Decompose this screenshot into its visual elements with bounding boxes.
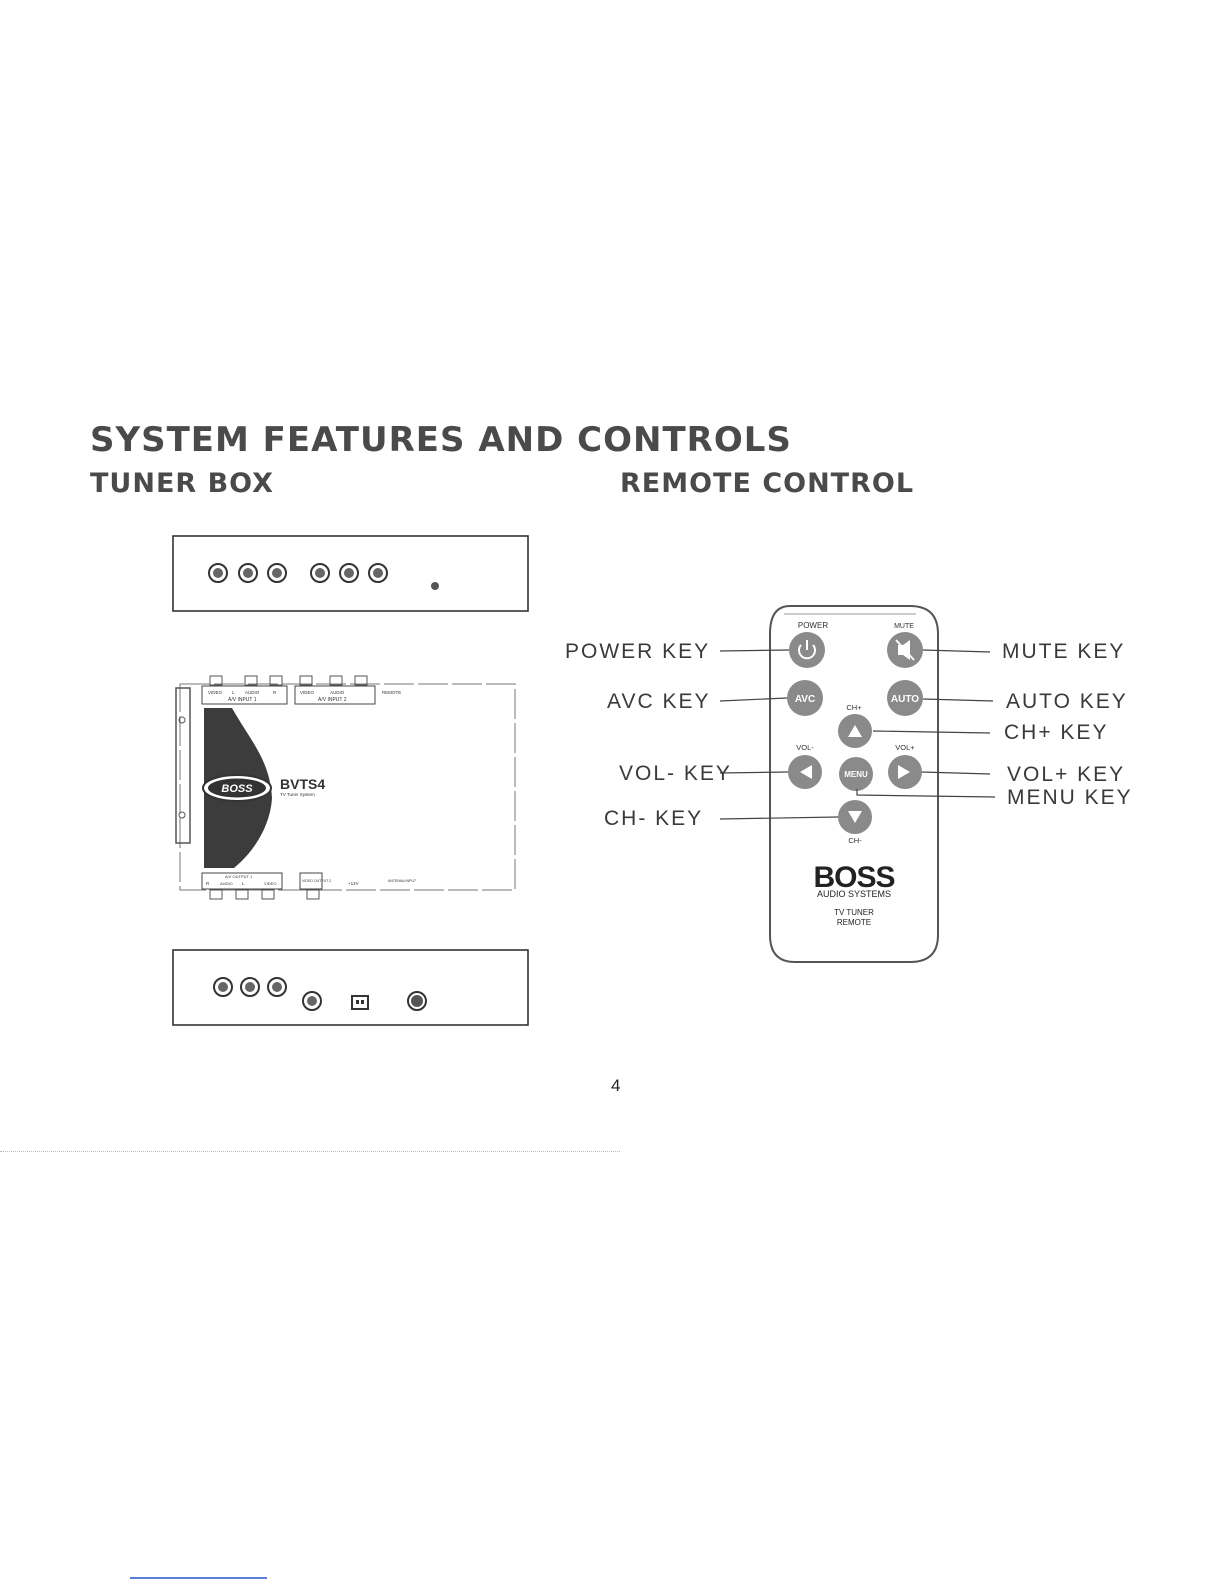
power-connector-icon	[351, 995, 369, 1010]
antenna-input-label: ANTENNA INPUT	[388, 879, 417, 883]
page-number: 4	[611, 1076, 621, 1095]
vol-down-key-callout: VOL- KEY	[619, 762, 732, 785]
remote-caption-line2: REMOTE	[837, 918, 871, 927]
remote-vol-down-label: VOL-	[796, 743, 814, 752]
av-input-2-label: A/V INPUT 2	[318, 697, 347, 703]
rca-jack-icon	[310, 563, 330, 583]
model-name: BVTS4	[280, 776, 325, 792]
menu-button-label: MENU	[844, 770, 868, 779]
out-left-label: L	[242, 881, 245, 886]
tuner-rear-panel-diagram	[172, 949, 529, 1026]
triangle-down-icon	[848, 811, 862, 823]
page-title: SYSTEM FEATURES AND CONTROLS	[90, 420, 792, 460]
speaker-muted-icon	[895, 639, 915, 661]
avc-button[interactable]: AVC	[787, 680, 823, 716]
scan-artifact-line	[0, 1151, 620, 1152]
ch-up-button[interactable]	[838, 714, 872, 748]
rca-jack-icon	[238, 563, 258, 583]
brand-logo-text: BOSS	[221, 783, 253, 795]
av-output-1-label: A/V OUTPUT 1	[225, 874, 253, 879]
power-icon	[798, 640, 816, 660]
out-right-label: R	[206, 881, 210, 886]
remote-control-heading: REMOTE CONTROL	[620, 468, 915, 499]
video-output-2-label: VIDEO OUTPUT 2	[302, 879, 331, 883]
triangle-left-icon	[800, 765, 812, 779]
out-audio-label: AUDIO	[220, 881, 233, 886]
remote-brand-logo: BOSS	[813, 861, 894, 894]
remote-power-label: POWER	[798, 621, 828, 630]
power-12v-label: +12V	[348, 881, 359, 886]
audio-label: AUDIO	[245, 690, 260, 695]
menu-button[interactable]: MENU	[839, 757, 873, 791]
out-video-label: VIDEO	[264, 881, 276, 886]
boss-logo-icon: BOSS	[202, 774, 272, 802]
audio-left-label: L	[232, 690, 235, 695]
ch-up-key-callout: CH+ KEY	[1004, 721, 1109, 744]
auto-key-callout: AUTO KEY	[1006, 690, 1128, 713]
ch-down-key-callout: CH- KEY	[604, 807, 704, 830]
remote-mute-label: MUTE	[894, 623, 914, 630]
rca-jack-icon	[339, 563, 359, 583]
vol-up-key-callout: VOL+ KEY	[1007, 763, 1126, 786]
remote-brand-subtitle: AUDIO SYSTEMS	[817, 889, 891, 899]
mute-key-callout: MUTE KEY	[1002, 640, 1126, 663]
antenna-jack-icon	[407, 991, 427, 1011]
video-in-2-label: VIDEO	[300, 690, 315, 695]
model-subtitle: TV Tuner System	[280, 792, 315, 797]
ch-down-button[interactable]	[838, 800, 872, 834]
remote-ch-down-label: CH-	[848, 836, 862, 845]
tuner-front-panel-diagram	[172, 535, 529, 612]
audio-right-label: R	[273, 690, 277, 695]
rca-jack-icon	[213, 977, 233, 997]
auto-button[interactable]: AUTO	[887, 680, 923, 716]
remote-jack-icon	[431, 582, 439, 590]
power-button[interactable]	[789, 632, 825, 668]
audio-2-label: AUDIO	[330, 690, 345, 695]
auto-button-label: AUTO	[891, 694, 919, 705]
triangle-right-icon	[898, 765, 910, 779]
mute-button[interactable]	[887, 632, 923, 668]
tuner-box-heading: TUNER BOX	[90, 468, 274, 499]
tuner-top-view-diagram: VIDEO L AUDIO R A/V INPUT 1 VIDEO AUDIO …	[175, 675, 516, 900]
rca-jack-icon	[240, 977, 260, 997]
triangle-up-icon	[848, 725, 862, 737]
remote-caption-line1: TV TUNER	[834, 908, 874, 917]
avc-key-callout: AVC KEY	[607, 690, 711, 713]
bottom-link-underline	[130, 1577, 267, 1579]
remote-vol-up-label: VOL+	[895, 743, 915, 752]
av-input-1-label: A/V INPUT 1	[228, 697, 257, 703]
rca-jack-icon	[267, 977, 287, 997]
video-output-jack-icon	[302, 991, 322, 1011]
rca-jack-icon	[208, 563, 228, 583]
vol-up-button[interactable]	[888, 755, 922, 789]
menu-key-callout: MENU KEY	[1007, 786, 1133, 809]
vol-down-button[interactable]	[788, 755, 822, 789]
power-key-callout: POWER KEY	[565, 640, 711, 663]
rca-jack-icon	[368, 563, 388, 583]
rca-jack-icon	[267, 563, 287, 583]
remote-control-diagram: POWER MUTE AVC AUTO CH+ VOL- VOL+	[769, 605, 939, 963]
video-in-label: VIDEO	[208, 690, 223, 695]
avc-button-label: AVC	[795, 694, 815, 705]
remote-ch-up-label: CH+	[846, 703, 862, 712]
remote-port-label: REMOTE	[382, 690, 401, 695]
